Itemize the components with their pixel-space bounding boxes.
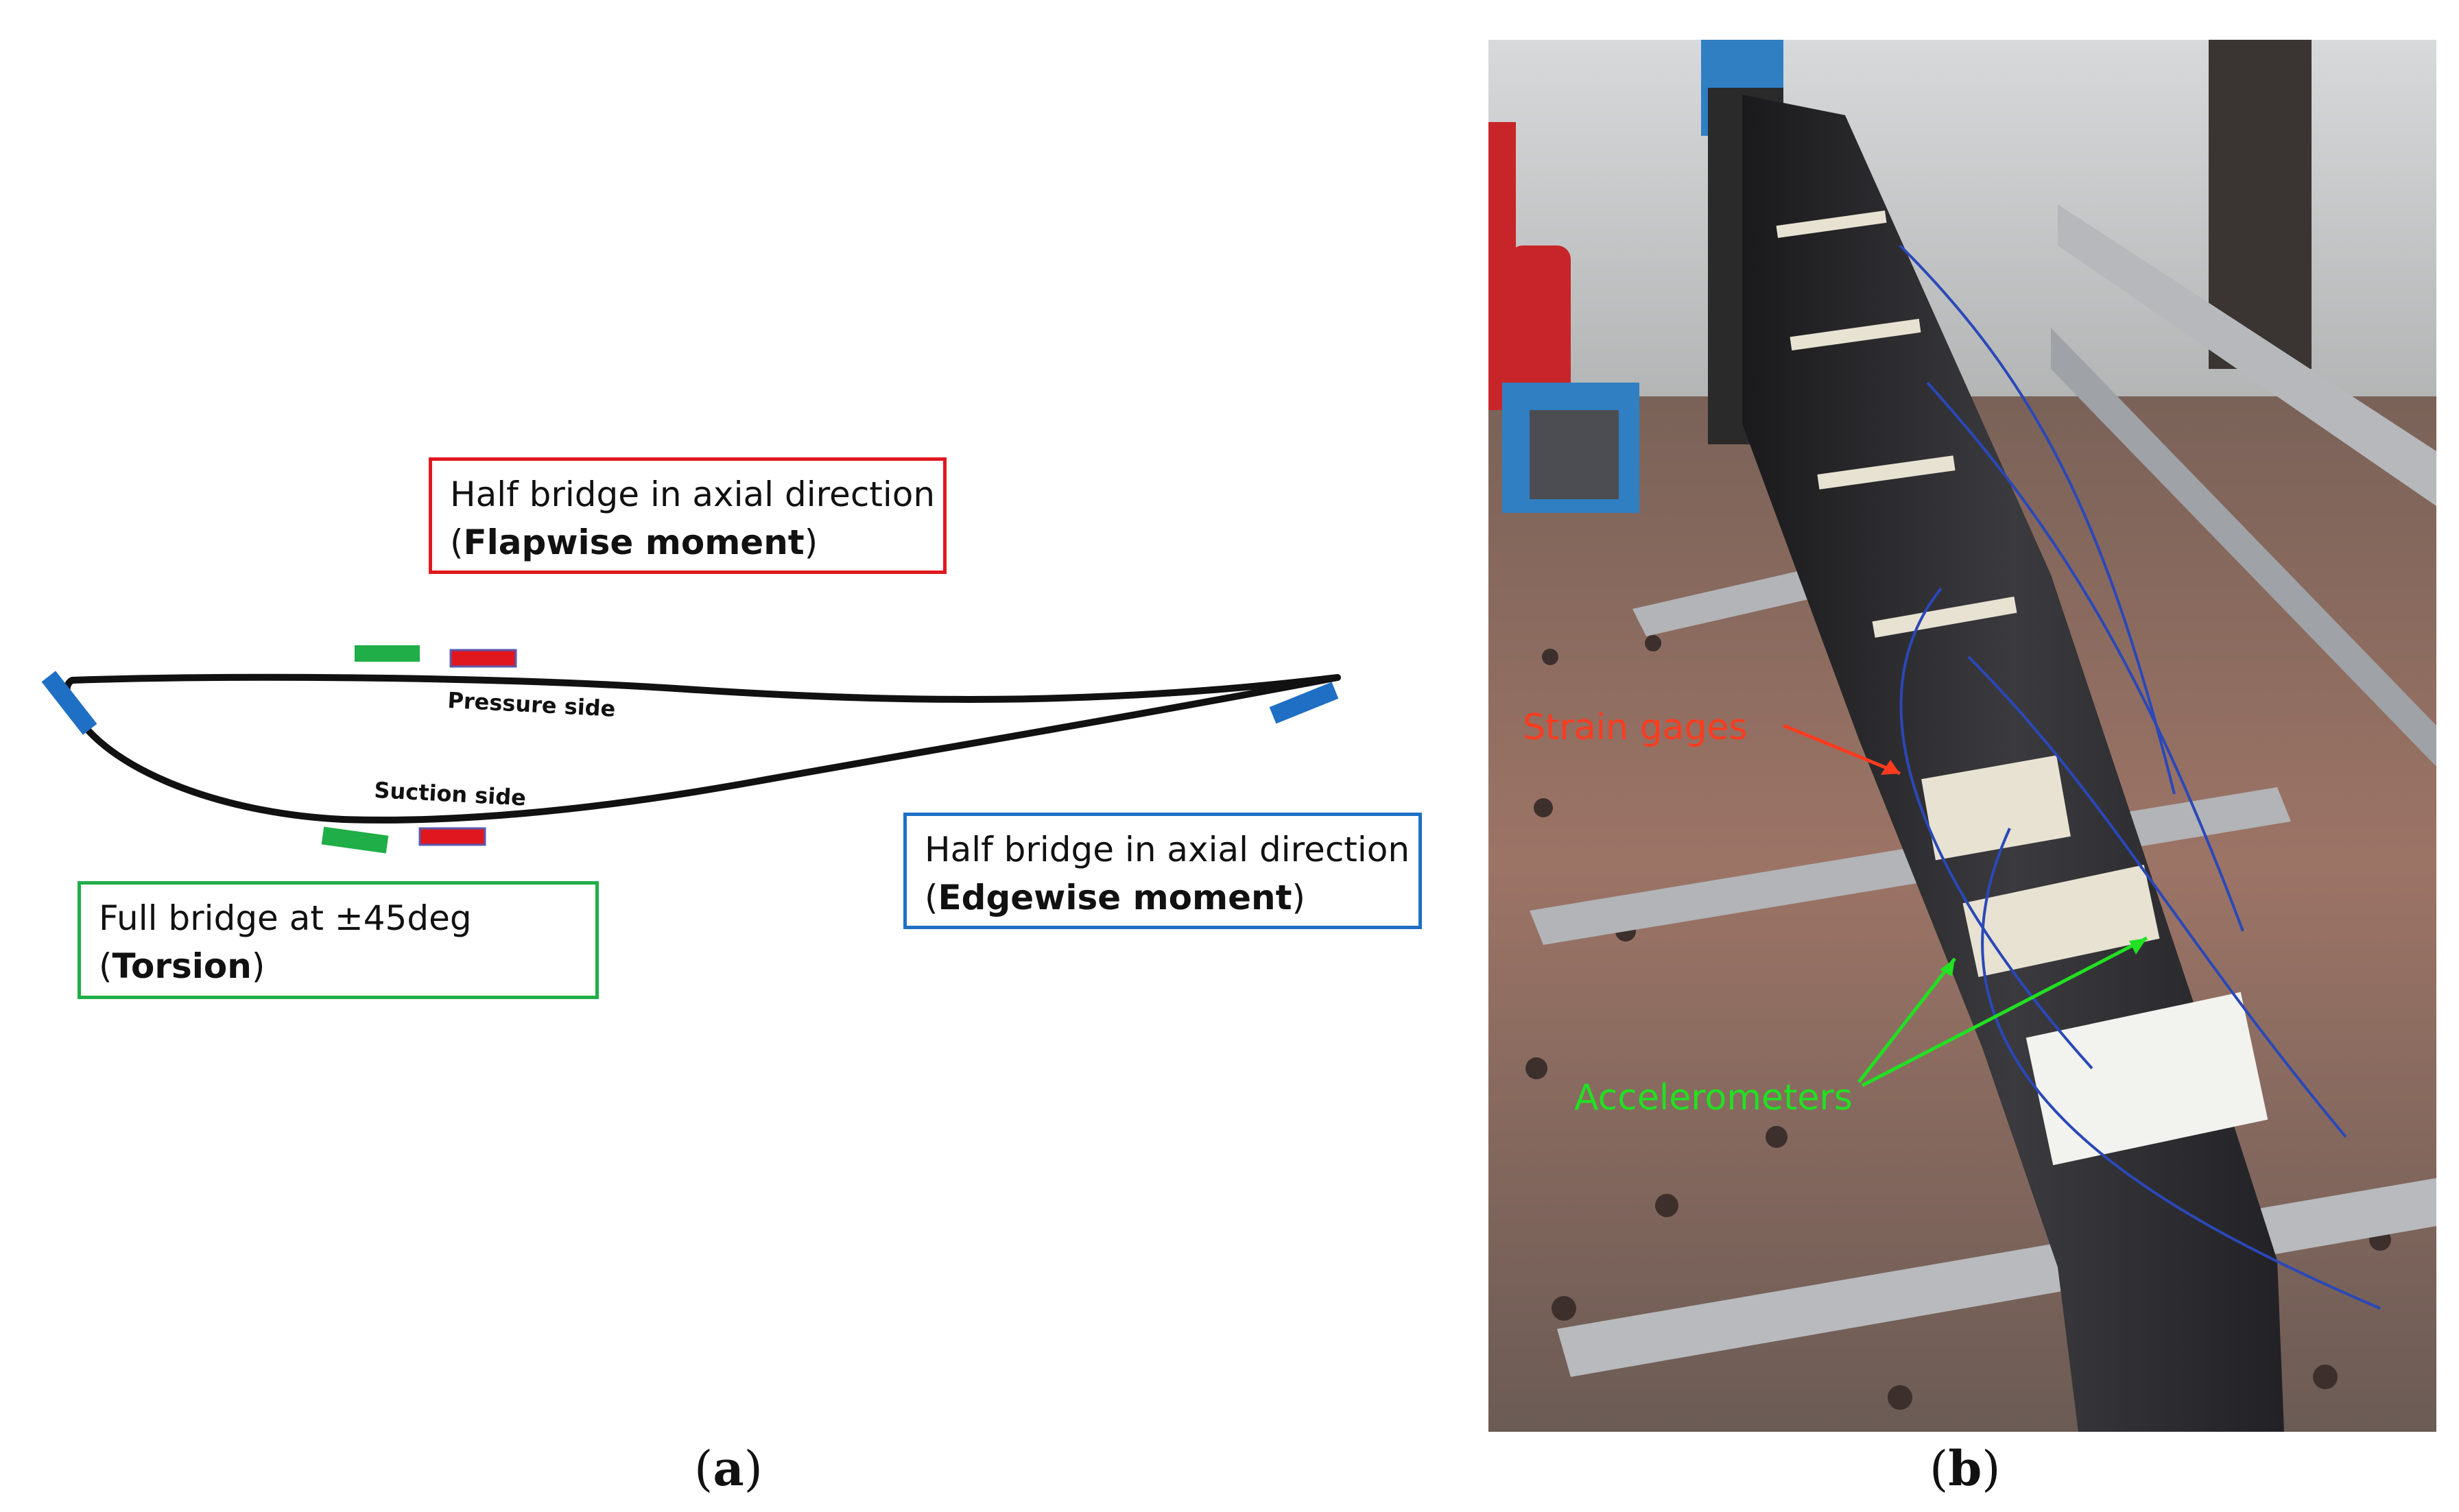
- edgewise-callout-box: Half bridge in axial direction (Edgewise…: [903, 813, 1422, 929]
- flapwise-gauge-top: [449, 649, 517, 668]
- accelerometers-label: Accelerometers: [1574, 1077, 1853, 1118]
- caption-b: (b): [1929, 1440, 2001, 1497]
- torsion-gauge-top: [355, 645, 420, 662]
- pressure-side-label: Pressure side: [447, 687, 617, 722]
- flapwise-box-line1: Half bridge in axial direction: [450, 475, 936, 514]
- torsion-box-label: Torsion: [112, 946, 252, 986]
- base-plate: [1530, 410, 1619, 499]
- torsion-callout-box: Full bridge at ±45deg (Torsion): [78, 881, 599, 999]
- blade-test-photo: Strain gages Accelerometers: [1488, 40, 2436, 1432]
- airfoil-diagram: Pressure side Suction side: [41, 645, 1341, 854]
- red-post: [1488, 122, 1516, 410]
- accelerometer-arrow-2: [1861, 936, 2148, 1088]
- panel-b: Strain gages Accelerometers: [1488, 40, 2436, 1432]
- edgewise-box-line1: Half bridge in axial direction: [925, 830, 1410, 869]
- flapwise-box-label: Flapwise moment: [463, 523, 805, 562]
- strain-gages-label: Strain gages: [1523, 707, 1748, 748]
- flapwise-callout-box: Half bridge in axial direction (Flapwise…: [429, 457, 947, 574]
- edgewise-box-label: Edgewise moment: [938, 878, 1292, 917]
- suction-side-label: Suction side: [374, 777, 527, 811]
- floor-holes: [1525, 635, 2391, 1410]
- caption-a: (a): [694, 1440, 763, 1497]
- aluminium-rail-right: [2058, 204, 2436, 506]
- fire-extinguisher: [1509, 245, 1571, 424]
- strain-gages-arrow: [1783, 723, 1901, 776]
- accelerometer-arrow-1: [1857, 957, 1956, 1083]
- edgewise-gauge-trailing: [1269, 682, 1339, 724]
- edgewise-gauge-leading: [41, 671, 97, 735]
- flapwise-gauge-bottom: [418, 827, 486, 846]
- torsion-gauge-bottom: [321, 826, 389, 854]
- sensor-tapes: [1776, 210, 2268, 1166]
- torsion-box-line1: Full bridge at ±45deg: [99, 898, 472, 938]
- sensor-wires: [1899, 244, 2381, 1310]
- airfoil-outline: [63, 673, 1341, 824]
- panel-a: Pressure side Suction side Half bridge i…: [41, 457, 1422, 1497]
- aluminium-rail-right-lower: [2051, 328, 2436, 767]
